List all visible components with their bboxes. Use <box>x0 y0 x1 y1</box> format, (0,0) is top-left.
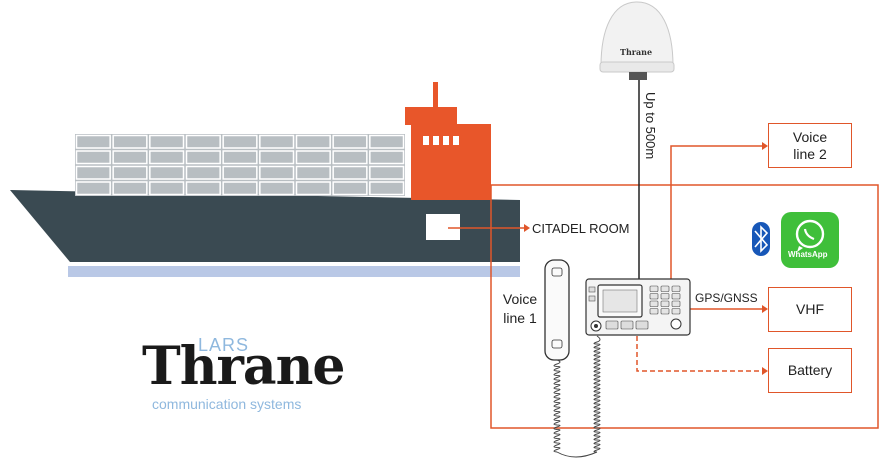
whatsapp-icon <box>781 212 839 268</box>
ship-waterline <box>68 266 520 277</box>
voice-line-1-label: Voice line 1 <box>502 291 538 326</box>
container-grid <box>75 134 405 196</box>
ship-hull <box>10 190 520 262</box>
vhf-arrow <box>762 305 768 313</box>
keypad-key <box>671 285 681 292</box>
keypad-key <box>660 308 670 315</box>
container-block <box>295 165 331 180</box>
container-block <box>259 150 295 165</box>
container-block <box>222 181 258 196</box>
whatsapp-label: WhatsApp <box>788 250 828 259</box>
container-block <box>149 150 185 165</box>
container-block <box>259 134 295 149</box>
container-block <box>295 134 331 149</box>
container-block <box>112 150 148 165</box>
container-block <box>185 165 221 180</box>
container-block <box>75 181 111 196</box>
container-block <box>332 165 368 180</box>
container-block <box>332 181 368 196</box>
container-block <box>369 181 405 196</box>
keypad-key <box>649 293 659 300</box>
container-block <box>222 134 258 149</box>
container-block <box>369 134 405 149</box>
control-unit-keypad <box>649 285 681 315</box>
container-block <box>222 150 258 165</box>
keypad-key <box>660 285 670 292</box>
battery-connector <box>636 336 762 372</box>
keypad-key <box>660 293 670 300</box>
container-block <box>185 150 221 165</box>
container-block <box>75 134 111 149</box>
container-block <box>369 150 405 165</box>
container-block <box>149 181 185 196</box>
keypad-key <box>671 308 681 315</box>
citadel-room-frame <box>490 184 879 429</box>
container-block <box>259 165 295 180</box>
container-block <box>332 150 368 165</box>
battery-box: Battery <box>768 348 852 393</box>
keypad-key <box>671 300 681 307</box>
voice-line-2-box: Voice line 2 <box>768 123 852 168</box>
bluetooth-icon <box>752 222 770 256</box>
container-block <box>149 165 185 180</box>
control-unit-icon <box>585 278 691 336</box>
brand-logo-thrane: Thrane <box>142 336 345 397</box>
container-block <box>185 181 221 196</box>
brand-tagline: communication systems <box>152 396 302 412</box>
brand-logo-lars: LARS <box>198 335 250 355</box>
citadel-room-label: CITADEL ROOM <box>532 221 630 236</box>
keypad-key <box>671 293 681 300</box>
handset-cord <box>553 335 601 458</box>
container-block <box>369 165 405 180</box>
vhf-box: VHF <box>768 287 852 332</box>
battery-arrow <box>762 367 768 375</box>
keypad-key <box>660 300 670 307</box>
container-block <box>75 165 111 180</box>
voice-line-2-connector <box>670 145 762 281</box>
container-block <box>259 181 295 196</box>
cable-length-label: Up to 500m <box>643 92 658 160</box>
container-block <box>295 181 331 196</box>
svg-text:Thrane: Thrane <box>620 47 652 57</box>
container-block <box>295 150 331 165</box>
container-block <box>112 181 148 196</box>
container-block <box>112 134 148 149</box>
keypad-key <box>649 300 659 307</box>
citadel-room-marker <box>426 214 460 240</box>
citadel-pointer-arrow <box>524 224 530 232</box>
keypad-key <box>649 285 659 292</box>
container-block <box>185 134 221 149</box>
container-block <box>332 134 368 149</box>
gps-gnss-label: GPS/GNSS <box>695 291 758 305</box>
keypad-key <box>649 308 659 315</box>
ship-superstructure <box>405 82 491 200</box>
container-block <box>75 150 111 165</box>
voice-line-2-arrow <box>762 142 768 150</box>
container-block <box>149 134 185 149</box>
container-block <box>112 165 148 180</box>
handset-icon <box>544 259 570 361</box>
satellite-antenna-icon: Thrane <box>599 1 675 80</box>
container-block <box>222 165 258 180</box>
